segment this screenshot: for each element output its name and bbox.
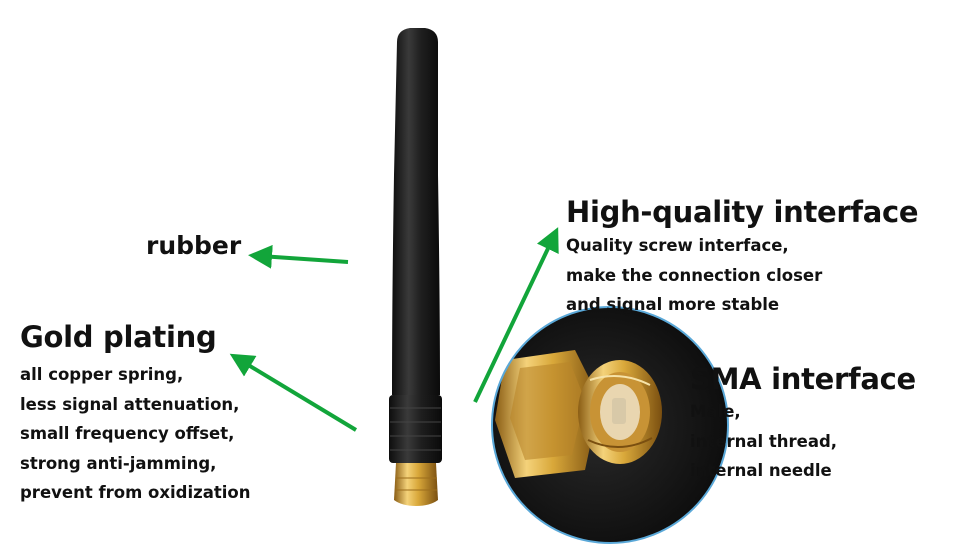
sma-line: internal needle [690,461,832,480]
sma-closeup-inset [491,306,729,544]
antenna-gold-connector [394,463,438,506]
gold-plating-line: all copper spring, [20,365,184,384]
sma-line: Male, [690,402,741,421]
arrow-gold-plating [229,353,358,432]
high-quality-line: Quality screw interface, [566,236,789,255]
gold-plating-line: prevent from oxidization [20,483,251,502]
antenna-rubber-body [392,28,440,395]
high-quality-interface-description: Quality screw interface, make the connec… [566,231,822,320]
rubber-label: rubber [146,231,242,260]
sma-interface-title: SMA interface [690,362,916,396]
antenna-base-rings [389,395,442,463]
callout-arrows [229,227,559,432]
high-quality-line: make the connection closer [566,265,823,285]
arrow-rubber [248,244,349,269]
sma-pin [612,398,626,424]
high-quality-line: and signal more stable [566,295,780,314]
gold-plating-line: less signal attenuation, [20,394,240,414]
gold-plating-line: small frequency offset, [20,424,235,443]
gold-plating-description: all copper spring, less signal attenuati… [20,360,251,508]
sma-line: internal thread, [690,431,838,451]
sma-interface-description: Male, internal thread, internal needle [690,397,837,486]
high-quality-interface-title: High-quality interface [566,195,919,229]
antenna [389,28,442,506]
arrow-high-quality [473,227,559,403]
gold-plating-title: Gold plating [20,320,217,354]
gold-plating-line: strong anti-jamming, [20,453,217,473]
